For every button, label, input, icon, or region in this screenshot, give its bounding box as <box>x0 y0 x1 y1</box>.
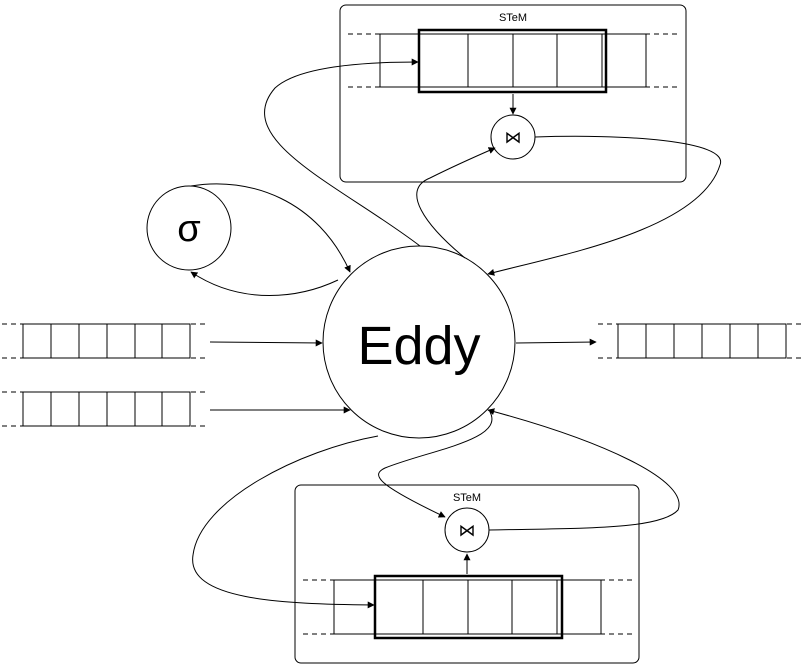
input-stream-1 <box>2 323 208 359</box>
eddy-to-output-arrow <box>515 338 597 346</box>
input-1-to-eddy-arrow <box>209 339 323 347</box>
selection-symbol: σ <box>177 208 200 250</box>
bottom-join-to-eddy-arrow <box>487 408 680 531</box>
selection-to-eddy-arrow <box>190 183 351 273</box>
stem-bottom-join-symbol: ⋈ <box>459 521 476 540</box>
output-stream <box>598 323 805 359</box>
stem-bottom-label: STeM <box>453 492 481 504</box>
eddy-label: Eddy <box>357 316 480 376</box>
stem-top: STeM ⋈ <box>339 4 687 183</box>
eddy-to-selection-arrow <box>190 271 339 296</box>
stem-top-join-symbol: ⋈ <box>505 128 522 147</box>
eddy-circle <box>322 245 516 439</box>
top-join-to-eddy-arrow <box>487 135 721 276</box>
selection-circle <box>146 185 232 271</box>
eddy-to-bottom-stem-build-arrow <box>192 435 379 609</box>
stem-top-label: STeM <box>499 12 527 24</box>
input-stream-2 <box>2 391 208 427</box>
stem-bottom: STeM ⋈ <box>294 484 640 664</box>
stem-top-hash-table <box>379 28 647 94</box>
eddy-to-top-stem-build-arrow <box>264 58 421 247</box>
eddy-to-bottom-join-arrow <box>378 411 493 518</box>
eddy-to-top-join-arrow <box>416 147 496 259</box>
stem-bottom-hash-table <box>333 574 602 640</box>
